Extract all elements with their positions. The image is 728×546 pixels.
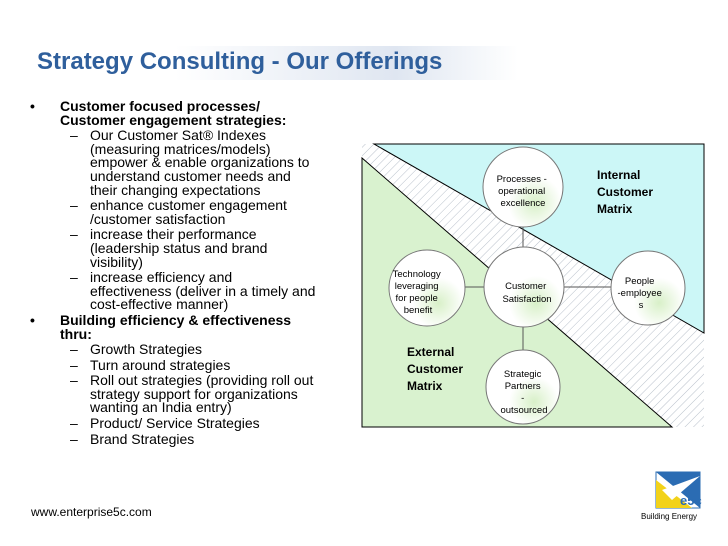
sub-bullet-text-line: (measuring matrices/models) <box>90 140 271 157</box>
sub-bullet-text-line: increase efficiency and <box>90 269 233 286</box>
node-customer-satisfaction-label: Customer Satisfaction <box>502 281 551 305</box>
bullet-text-line: Building efficiency & effectiveness <box>60 311 292 328</box>
title-highlight-bar <box>28 46 518 80</box>
footer-url: www.enterprise5c.com <box>31 505 152 519</box>
sub-bullet-item: –Turn around strategies <box>30 356 360 373</box>
sub-bullet-text-line: Roll out strategies (providing roll out <box>90 372 314 389</box>
sub-bullet-text-line: enhance customer engagement <box>90 197 287 214</box>
bullet-text-line: Customer focused processes/ <box>60 98 260 114</box>
internal-matrix-label: Internal Customer Matrix <box>597 168 656 216</box>
node-people-label: People -employee s <box>618 276 665 311</box>
sub-bullet-text-line: their changing expectations <box>90 181 261 198</box>
bullet-symbol: • <box>30 311 35 328</box>
e5c-logo: e5c <box>655 471 702 509</box>
dash-symbol: – <box>70 415 78 432</box>
sub-bullet-text-line: /customer satisfaction <box>90 210 226 227</box>
sub-bullet-item: –Growth Strategies <box>30 341 360 358</box>
sub-bullet-text-line: strategy support for organizations <box>90 385 298 402</box>
node-processes <box>482 146 564 228</box>
logo-text: e5c <box>680 493 702 508</box>
bullet-text-line: thru: <box>60 325 92 342</box>
sub-bullet-item: –Our Customer Sat® Indexes(measuring mat… <box>30 127 360 198</box>
sub-bullet-text-line: Growth Strategies <box>90 341 203 358</box>
node-technology-label: Technology leveraging for people benefit <box>393 269 444 316</box>
sub-bullet-text-line: Brand Strategies <box>90 430 195 447</box>
sub-bullet-text-line: cost-effective manner) <box>90 296 229 313</box>
logo-white-flash <box>662 476 700 500</box>
dash-symbol: – <box>70 269 78 286</box>
sub-bullet-item: –enhance customer engagement/customer sa… <box>30 197 360 227</box>
node-processes-label: Processes - operational excellence <box>497 174 550 209</box>
sub-bullet-text-line: visibility) <box>90 253 143 270</box>
node-strategic-partners-label: Strategic Partners - outsourced <box>500 369 547 416</box>
sub-bullet-text-line: Product/ Service Strategies <box>90 415 260 432</box>
sub-bullet-item: –Brand Strategies <box>30 430 360 447</box>
dash-symbol: – <box>70 356 78 373</box>
sub-bullet-text-line: Turn around strategies <box>90 356 231 373</box>
sub-bullet-text-line: increase their performance <box>90 226 257 243</box>
sub-bullet-text-line: empower & enable organizations to <box>90 154 310 171</box>
sub-bullet-text-line: understand customer needs and <box>90 167 291 184</box>
slide-title: Strategy Consulting - Our Offerings <box>37 48 443 75</box>
sub-bullet-text-line: Our Customer Sat® Indexes <box>90 127 267 144</box>
sub-bullet-text-line: effectiveness (deliver in a timely and <box>90 282 316 299</box>
dash-symbol: – <box>70 430 78 447</box>
sub-bullet-text-line: wanting an India entry) <box>90 399 232 416</box>
dash-symbol: – <box>70 127 78 144</box>
sub-bullet-text-line: (leadership status and brand <box>90 239 268 256</box>
external-matrix-label: External Customer Matrix <box>407 345 466 393</box>
bullet-list: • Customer focused processes/Customer eng… <box>30 98 360 447</box>
node-customer-satisfaction <box>483 246 565 328</box>
dash-symbol: – <box>70 197 78 214</box>
bullet-symbol: • <box>30 98 35 114</box>
sub-bullet-item: –Roll out strategies (providing roll out… <box>30 372 360 416</box>
node-strategic-partners <box>485 349 561 425</box>
bullet-text-line: Customer engagement strategies: <box>60 111 287 128</box>
node-technology <box>388 249 466 327</box>
logo-caption: Building Energy <box>641 512 698 521</box>
dash-symbol: – <box>70 341 78 358</box>
sub-bullet-item: –Product/ Service Strategies <box>30 415 360 432</box>
node-people <box>610 250 686 326</box>
bullet-item: • Customer focused processes/Customer eng… <box>30 98 360 128</box>
dash-symbol: – <box>70 372 78 389</box>
dash-symbol: – <box>70 226 78 243</box>
sub-bullet-item: –increase their performance(leadership s… <box>30 228 360 269</box>
